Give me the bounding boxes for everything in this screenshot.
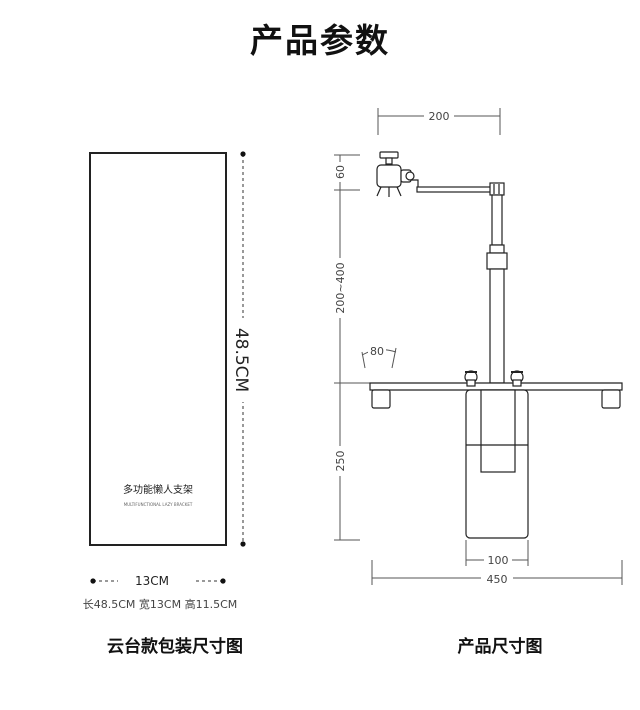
package-width-dimension: 13CM — [90, 574, 226, 588]
dim-base-height-label: 250 — [334, 451, 347, 472]
dim-base-width: 100 — [465, 540, 529, 567]
package-box-sublabel: MULTIFUNCTIONAL LAZY BRACKET — [124, 502, 193, 507]
package-height-label: 48.5CM — [231, 328, 251, 392]
dim-top-width: 200 — [377, 108, 501, 135]
package-box-outline — [89, 152, 227, 546]
dim-left-vertical: 60 200~400 250 — [333, 154, 370, 541]
product-drawing: 200 60 200~400 250 — [333, 108, 623, 586]
base-column — [465, 389, 529, 539]
dim-top-width-label: 200 — [429, 110, 450, 123]
package-caption: 云台款包装尺寸图 — [107, 637, 243, 657]
pan-tilt-head — [376, 151, 419, 197]
product-caption: 产品尺寸图 — [457, 637, 543, 657]
package-width-label: 13CM — [135, 574, 169, 588]
horizontal-arm — [416, 182, 505, 196]
dim-base-width-label: 100 — [488, 554, 509, 567]
dim-pole-range-label: 200~400 — [334, 262, 347, 313]
dim-angle-label: 80 — [370, 345, 384, 358]
dim-total-width-label: 450 — [487, 573, 508, 586]
package-height-dimension: 48.5CM — [231, 151, 255, 547]
dim-angle: 80 — [361, 344, 397, 369]
base-legs — [369, 370, 623, 409]
page-title: 产品参数 — [250, 21, 390, 60]
telescopic-pole — [486, 194, 508, 384]
package-box-label: 多功能懒人支架 — [123, 483, 193, 496]
package-drawing: 多功能懒人支架 MULTIFUNCTIONAL LAZY BRACKET 48.… — [83, 151, 255, 611]
dim-total-width: 450 — [371, 560, 623, 586]
package-dimensions-text: 长48.5CM 宽13CM 高11.5CM — [83, 597, 238, 611]
dim-head-height-label: 60 — [334, 165, 347, 179]
